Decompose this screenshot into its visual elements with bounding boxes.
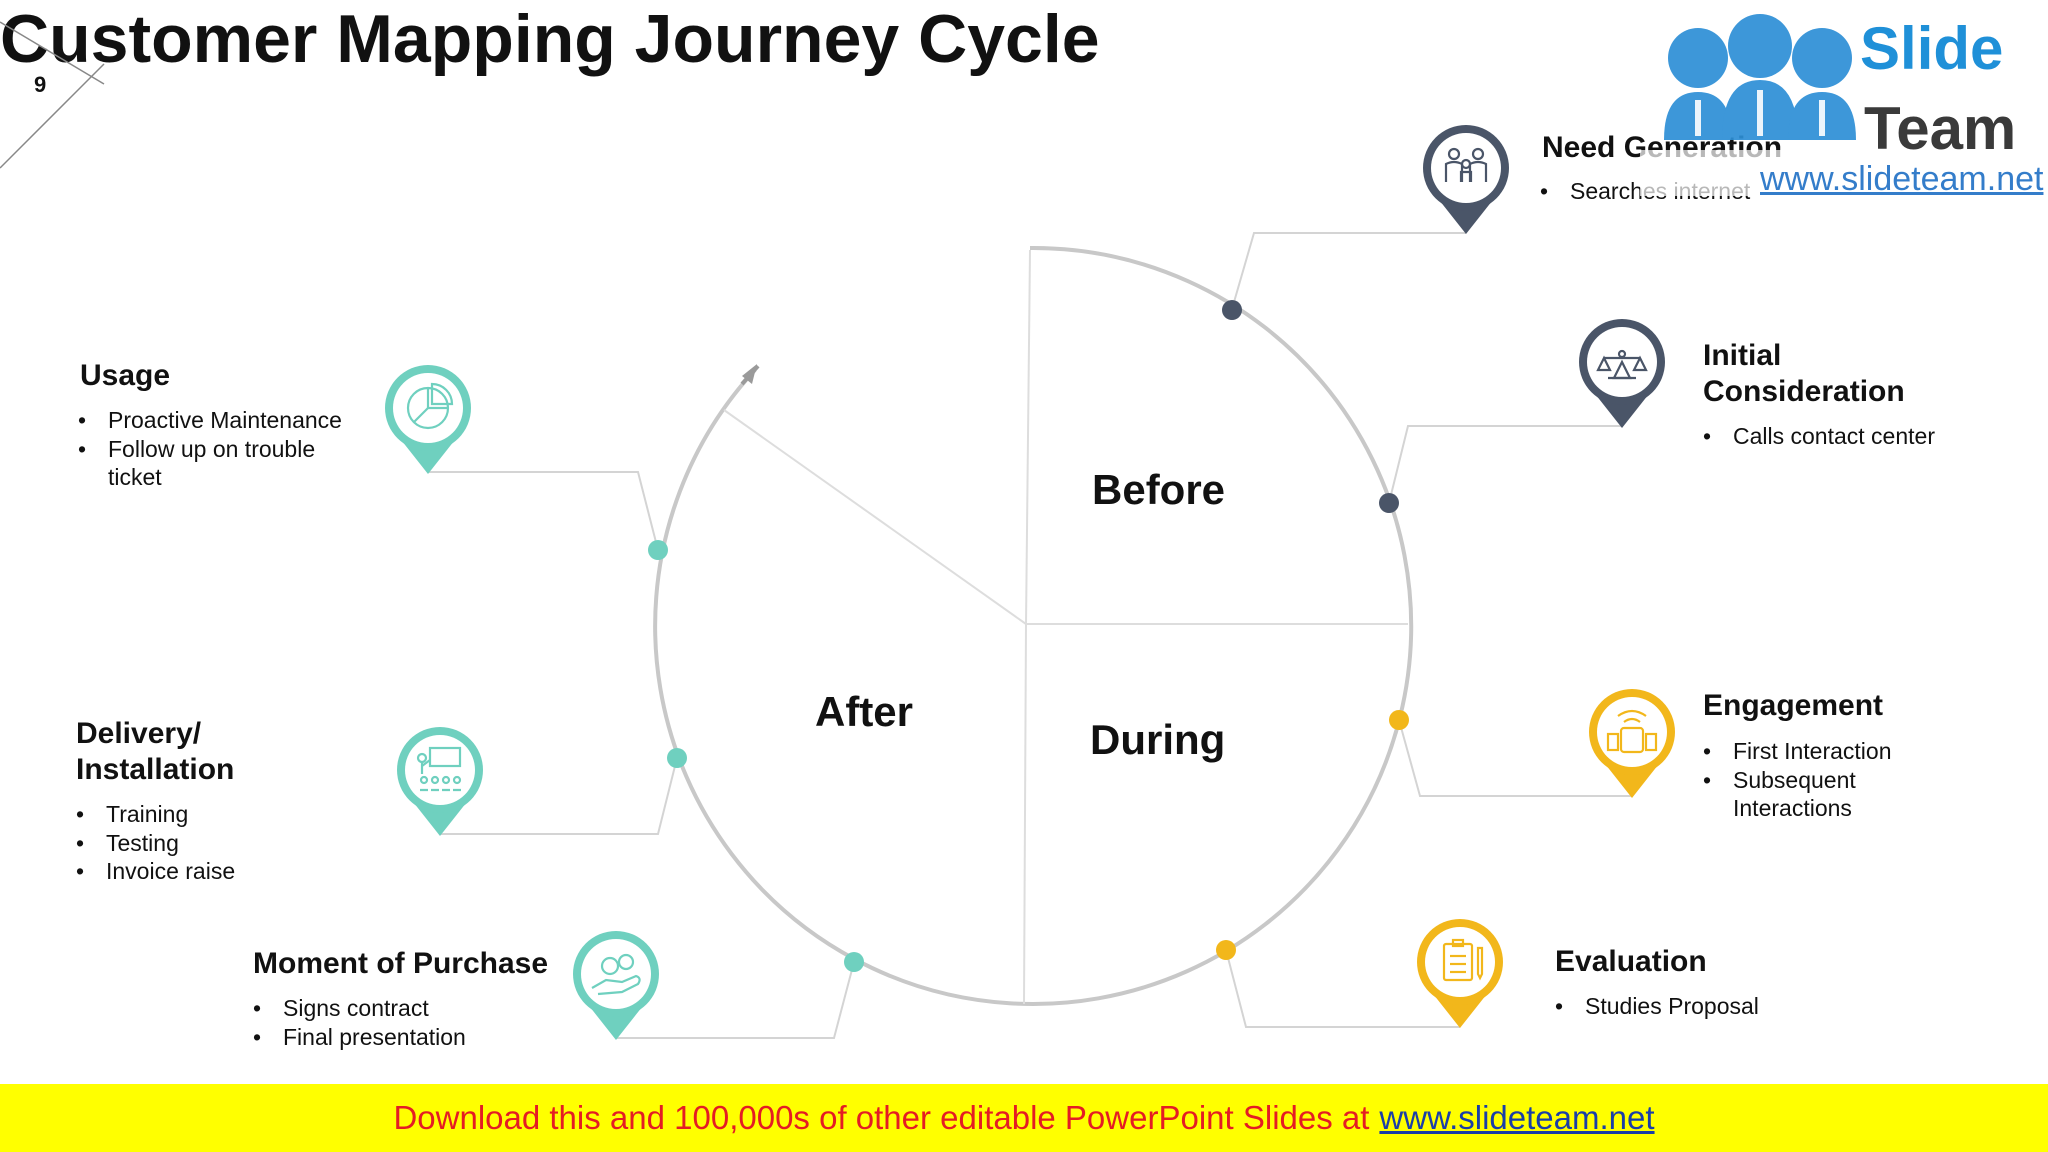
connector-delivery-installation — [440, 757, 678, 835]
list-item: Final presentation — [253, 1023, 466, 1052]
slideteam-logo: Slide Team www.slideteam.net — [1640, 0, 2048, 200]
logo-word-team: Team — [1864, 95, 2017, 162]
connector-evaluation — [1225, 949, 1460, 1028]
presentation-audience-icon — [416, 746, 462, 792]
footer-text: Download this and 100,000s of other edit… — [393, 1099, 1370, 1136]
list-item: Training — [76, 800, 235, 829]
divider-diagonal — [723, 409, 1027, 625]
pin-evaluation — [1417, 919, 1503, 1028]
connector-moment-of-purchase — [616, 961, 855, 1039]
pin-initial-consideration — [1579, 319, 1665, 428]
connector-usage — [428, 471, 659, 551]
dot-delivery-installation — [667, 748, 687, 768]
hand-coins-icon — [591, 953, 641, 996]
list-item: First Interaction — [1703, 737, 1923, 766]
heading-evaluation: Evaluation — [1555, 945, 1707, 978]
heading-usage: Usage — [80, 359, 171, 392]
bullets-usage: Proactive Maintenance Follow up on troub… — [78, 406, 368, 492]
logo-people-icon — [1640, 14, 2048, 196]
list-item: Signs contract — [253, 994, 466, 1023]
label-before: Before — [1092, 466, 1226, 513]
connector-need-generation — [1231, 232, 1466, 310]
smartphone-signal-icon — [1606, 709, 1658, 754]
list-item: Calls contact center — [1703, 422, 1935, 451]
logo-word-slide: Slide — [1860, 15, 2004, 82]
pin-engagement — [1589, 689, 1675, 798]
logo-url[interactable]: www.slideteam.net — [1760, 160, 2044, 198]
heading-delivery-installation: Delivery/ Installation — [76, 717, 235, 786]
bullets-moment-of-purchase: Signs contract Final presentation — [253, 994, 466, 1051]
clipboard-icon — [1442, 938, 1484, 982]
connector-initial-consideration — [1388, 425, 1622, 504]
family-icon — [1444, 147, 1488, 182]
page-title: Customer Mapping Journey Cycle — [0, 1, 1100, 77]
footer-banner: Download this and 100,000s of other edit… — [0, 1084, 2048, 1152]
bullets-evaluation: Studies Proposal — [1555, 992, 1759, 1021]
pin-usage — [385, 365, 471, 474]
footer-link[interactable]: www.slideteam.net — [1379, 1099, 1655, 1136]
dot-moment-of-purchase — [844, 952, 864, 972]
label-after: After — [815, 688, 914, 735]
list-item: Studies Proposal — [1555, 992, 1759, 1021]
list-item: Invoice raise — [76, 857, 235, 886]
list-item: Subsequent Interactions — [1703, 766, 1923, 823]
list-item: Follow up on trouble ticket — [78, 435, 368, 492]
pin-delivery-installation — [397, 727, 483, 836]
corner-decoration — [0, 21, 105, 169]
heading-moment-of-purchase: Moment of Purchase — [253, 947, 549, 980]
pin-need-generation — [1423, 125, 1509, 234]
divider-bottom — [1023, 623, 1027, 1005]
heading-initial-consideration: Initial Consideration — [1703, 339, 1905, 408]
bullets-delivery-installation: Training Testing Invoice raise — [76, 800, 235, 886]
list-item: Proactive Maintenance — [78, 406, 368, 435]
cycle-arc — [653, 245, 1414, 1006]
slide-number: 9 — [34, 72, 47, 97]
dot-engagement — [1389, 710, 1409, 730]
list-item: Testing — [76, 829, 235, 858]
bullets-engagement: First Interaction Subsequent Interaction… — [1703, 737, 1923, 823]
pie-chart-icon — [406, 382, 454, 430]
dot-usage — [648, 540, 668, 560]
divider-top — [1025, 249, 1031, 625]
connector-engagement — [1398, 719, 1632, 797]
pin-moment-of-purchase — [573, 931, 659, 1040]
dot-initial-consideration — [1379, 493, 1399, 513]
heading-engagement: Engagement — [1703, 689, 1884, 722]
dot-evaluation — [1216, 940, 1236, 960]
bullets-initial-consideration: Calls contact center — [1703, 422, 1935, 451]
dot-need-generation — [1222, 300, 1242, 320]
balance-scale-icon — [1596, 349, 1648, 380]
label-during: During — [1090, 716, 1226, 763]
